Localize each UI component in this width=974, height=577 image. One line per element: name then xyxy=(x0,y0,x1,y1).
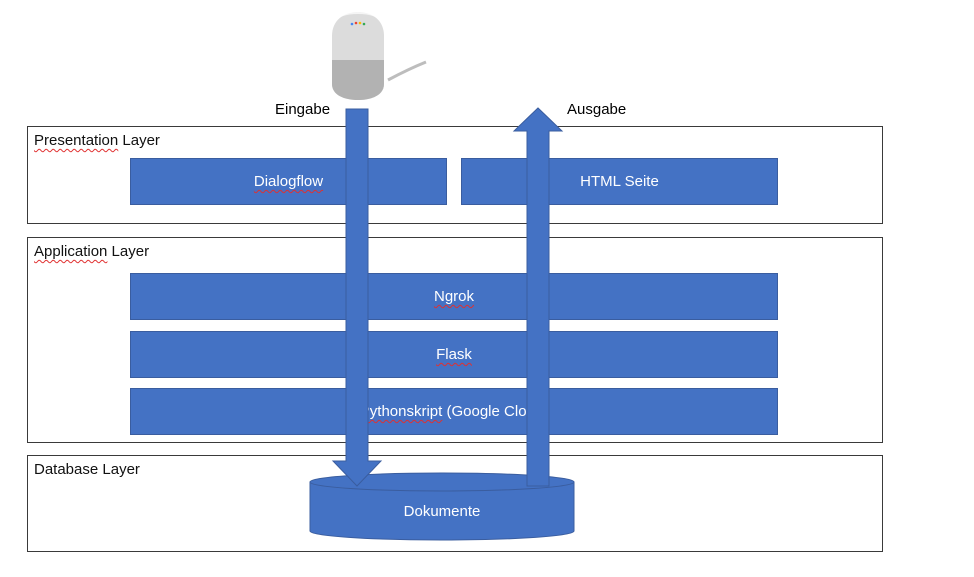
dialogflow-box: Dialogflow xyxy=(130,158,447,205)
dialogflow-label: Dialogflow xyxy=(253,173,324,190)
input-arrow xyxy=(331,108,383,487)
html-page-box: HTML Seite xyxy=(461,158,778,205)
ngrok-box: Ngrok xyxy=(130,273,778,320)
smart-speaker-icon xyxy=(332,11,427,100)
output-arrow xyxy=(512,107,564,487)
html-page-label: HTML Seite xyxy=(580,173,659,190)
presentation-layer-title: Presentation Layer xyxy=(34,132,160,149)
input-label: Eingabe xyxy=(275,101,331,118)
python-script-box: Pythonskript (Google Cloud) xyxy=(130,388,778,435)
documents-label: Dokumente xyxy=(403,503,481,520)
python-script-label: Pythonskript (Google Cloud) xyxy=(359,403,549,420)
flask-box: Flask xyxy=(130,331,778,378)
ngrok-label: Ngrok xyxy=(433,288,474,305)
flask-label: Flask xyxy=(436,346,472,363)
database-layer-title: Database Layer xyxy=(34,461,140,478)
output-label: Ausgabe xyxy=(567,101,627,118)
application-layer-title: Application Layer xyxy=(34,243,150,260)
